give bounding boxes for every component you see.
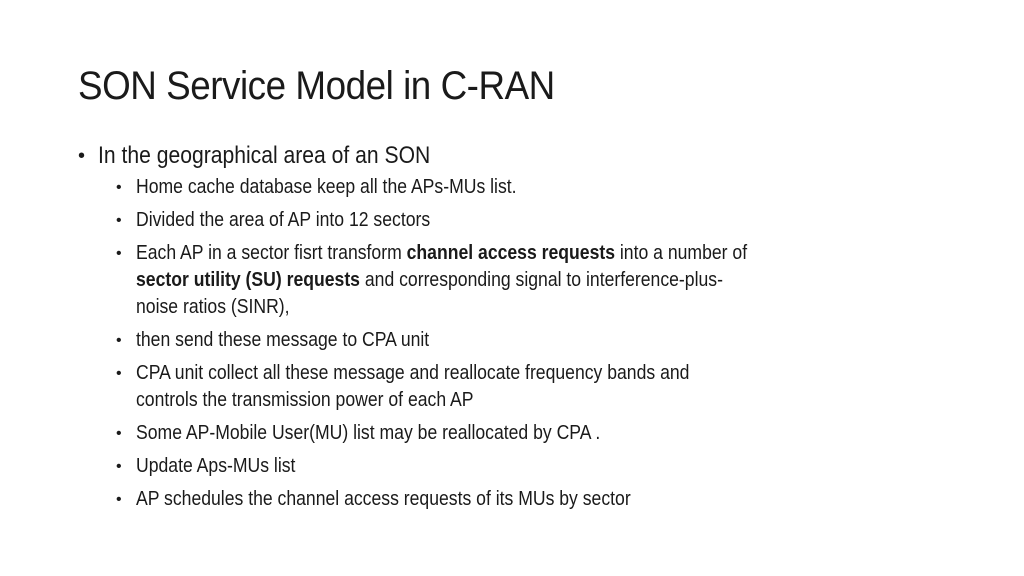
text-line: Update Aps-MUs list [136,453,928,480]
text-run: Some AP-Mobile User(MU) list may be real… [136,422,601,444]
bullet-text: Some AP-Mobile User(MU) list may be real… [136,420,928,447]
bullet-icon: • [116,365,122,382]
text-run: Update Aps-MUs list [136,455,296,477]
text-run: Home cache database keep all the APs-MUs… [136,176,517,198]
bullet-text: Divided the area of AP into 12 sectors [136,207,928,234]
text-run: controls the transmission power of each … [136,389,474,411]
bullet-text: In the geographical area of an SON [98,142,431,169]
bullet-item-level2: • Update Aps-MUs list [116,453,946,480]
text-line: then send these message to CPA unit [136,327,928,354]
bullet-item-level2: • Each AP in a sector fisrt transform cha… [116,240,946,321]
bullet-icon: • [116,245,122,262]
bullet-icon: • [116,425,122,442]
text-line: controls the transmission power of each … [136,387,928,414]
bullet-list-level2: • Home cache database keep all the APs-MU… [116,174,958,513]
bullet-text: AP schedules the channel access requests… [136,486,928,513]
bullet-text: Update Aps-MUs list [136,453,928,480]
text-line: Each AP in a sector fisrt transform chan… [136,240,928,267]
bullet-item-level2: • Divided the area of AP into 12 sectors [116,207,946,234]
bold-term: sector utility (SU) requests [136,269,360,291]
bullet-item-level2: • AP schedules the channel access request… [116,486,946,513]
bullet-item-level2: • Some AP-Mobile User(MU) list may be rea… [116,420,946,447]
text-line: CPA unit collect all these message and r… [136,360,928,387]
text-line: Divided the area of AP into 12 sectors [136,207,928,234]
text-line: AP schedules the channel access requests… [136,486,928,513]
text-run: into a number of [615,242,748,264]
text-run: and corresponding signal to interference… [359,269,723,291]
text-line: Some AP-Mobile User(MU) list may be real… [136,420,928,447]
text-run: AP schedules the channel access requests… [136,488,631,510]
text-line: sector utility (SU) requests and corresp… [136,267,928,294]
text-line: noise ratios (SINR), [136,294,928,321]
bullet-item-level2: • CPA unit collect all these message and … [116,360,946,414]
bullet-item-level1: • In the geographical area of an SON • Ho… [78,140,958,513]
bullet-icon: • [116,458,122,475]
slide-content: • In the geographical area of an SON • Ho… [78,140,958,519]
bullet-item-level2: • then send these message to CPA unit [116,327,946,354]
bullet-icon: • [116,179,122,196]
text-line: Home cache database keep all the APs-MUs… [136,174,928,201]
bullet-list-level1: • In the geographical area of an SON • Ho… [78,140,958,513]
slide-title: SON Service Model in C-RAN [78,64,555,108]
bullet-text: CPA unit collect all these message and r… [136,360,928,414]
bullet-icon: • [116,212,122,229]
bullet-icon: • [78,145,86,167]
text-run: Divided the area of AP into 12 sectors [136,209,431,231]
text-run: Each AP in a sector fisrt transform [136,242,407,264]
bullet-item-level2: • Home cache database keep all the APs-MU… [116,174,946,201]
bullet-text: Home cache database keep all the APs-MUs… [136,174,928,201]
bullet-text: Each AP in a sector fisrt transform chan… [136,240,928,321]
bold-term: channel access requests [406,242,616,264]
bullet-icon: • [116,491,122,508]
bullet-icon: • [116,332,122,349]
bullet-text: then send these message to CPA unit [136,327,928,354]
text-run: CPA unit collect all these message and r… [136,362,690,384]
text-run: noise ratios (SINR), [136,296,290,318]
text-run: then send these message to CPA unit [136,329,430,351]
